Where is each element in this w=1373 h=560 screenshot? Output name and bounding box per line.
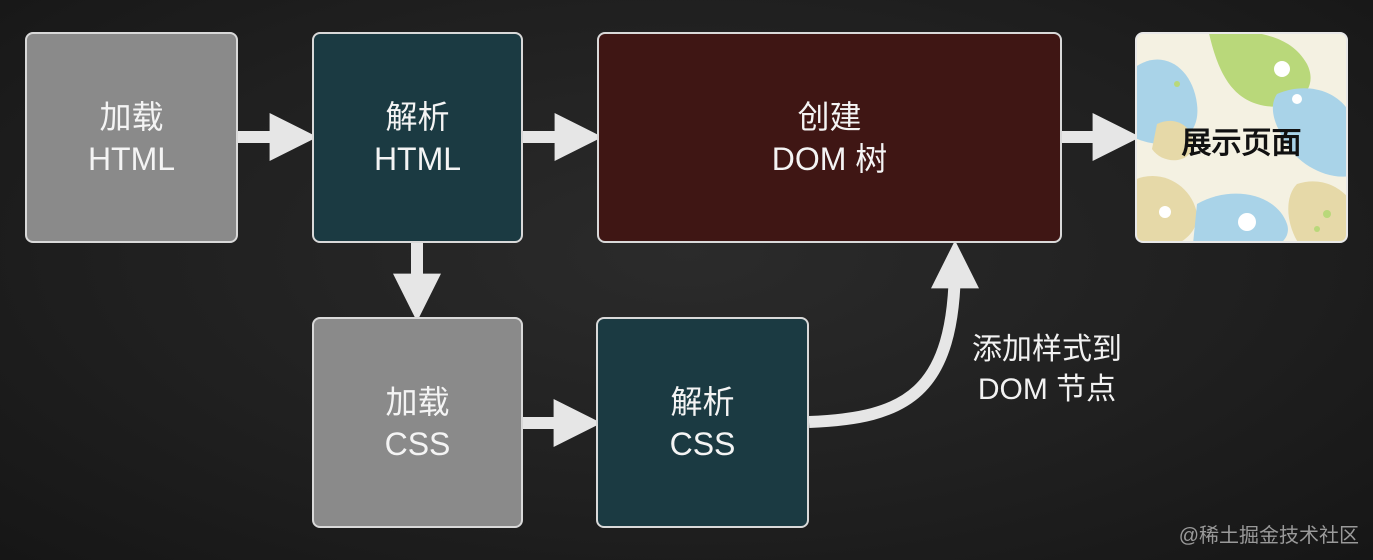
watermark: @稀土掘金技术社区 bbox=[1178, 525, 1359, 547]
node-parse-css-line2: CSS bbox=[669, 425, 736, 462]
node-parse-html-line2: HTML bbox=[373, 140, 462, 177]
node-display-label: 展示页面 bbox=[1181, 127, 1302, 160]
node-load-html-line1: 加载 bbox=[99, 98, 164, 135]
edge-label-add-styles: 添加样式到 DOM 节点 bbox=[952, 330, 1142, 410]
node-create-dom-line1: 创建 bbox=[797, 98, 862, 135]
node-parse-css-line1: 解析 bbox=[670, 383, 735, 420]
node-parse-css: 解析 CSS bbox=[596, 317, 809, 528]
node-create-dom-tree: 创建 DOM 树 bbox=[597, 32, 1062, 243]
node-parse-html: 解析 HTML bbox=[312, 32, 523, 243]
page-preview-illustration bbox=[1137, 34, 1346, 241]
node-parse-html-line1: 解析 bbox=[385, 98, 450, 135]
node-load-css-line2: CSS bbox=[384, 425, 451, 462]
edge-label-line2: DOM 节点 bbox=[977, 373, 1117, 406]
node-create-dom-line2: DOM 树 bbox=[771, 140, 888, 177]
edge-label-line1: 添加样式到 bbox=[972, 333, 1122, 366]
node-load-html-line2: HTML bbox=[87, 140, 176, 177]
node-display-page: 展示页面 bbox=[1135, 32, 1348, 243]
arrow-parse-css-to-dom bbox=[808, 240, 979, 428]
node-load-css: 加载 CSS bbox=[312, 317, 523, 528]
node-load-html: 加载 HTML bbox=[25, 32, 238, 243]
node-load-css-line1: 加载 bbox=[385, 383, 450, 420]
